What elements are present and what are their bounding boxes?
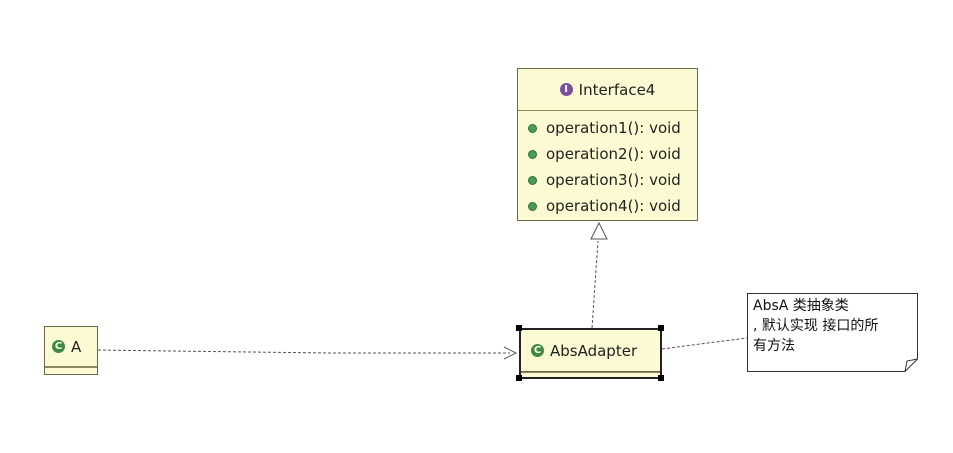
operation-item[interactable]: operation1(): void — [518, 115, 697, 141]
dependency-arrowhead — [503, 346, 518, 360]
operation-label: operation2(): void — [546, 145, 681, 163]
interface-icon: I — [559, 83, 573, 96]
note-outline — [747, 293, 918, 372]
note-line: , 默认实现 接口的所 — [753, 318, 879, 334]
class-a-box[interactable]: C A — [44, 326, 98, 375]
interface4-header: I Interface4 — [518, 69, 697, 111]
class-a-divider — [45, 367, 97, 371]
public-operation-icon — [528, 123, 537, 133]
note-text: AbsA 类抽象类 , 默认实现 接口的所 有方法 — [753, 296, 911, 356]
public-operation-icon — [528, 201, 537, 211]
absadapter-divider — [521, 372, 660, 376]
class-a-name: A — [71, 337, 82, 356]
selection-handle-top-left[interactable] — [516, 325, 522, 331]
public-operation-icon — [528, 149, 537, 159]
selection-handle-top-right[interactable] — [658, 325, 664, 331]
class-icon: C — [52, 340, 65, 353]
interface4-operations: operation1(): void operation2(): void op… — [518, 111, 697, 221]
note-box[interactable]: AbsA 类抽象类 , 默认实现 接口的所 有方法 — [747, 293, 918, 372]
interface4-name: Interface4 — [578, 80, 656, 99]
operation-item[interactable]: operation2(): void — [518, 141, 697, 167]
operation-label: operation3(): void — [546, 171, 681, 189]
operation-label: operation1(): void — [546, 119, 681, 137]
note-anchor-line — [661, 337, 748, 350]
operation-item[interactable]: operation3(): void — [518, 167, 697, 193]
absadapter-box[interactable]: C AbsAdapter — [519, 328, 662, 379]
selection-handle-bottom-right[interactable] — [658, 375, 664, 381]
class-icon: C — [531, 344, 544, 357]
absadapter-name: AbsAdapter — [550, 341, 638, 360]
note-line: 有方法 — [753, 338, 795, 354]
operation-label: operation4(): void — [546, 197, 681, 215]
realization-arrowhead — [590, 221, 608, 240]
public-operation-icon — [528, 175, 537, 185]
realization-absadapter-to-interface4 — [591, 240, 599, 329]
operation-item[interactable]: operation4(): void — [518, 193, 697, 219]
dependency-a-to-absadapter — [97, 349, 510, 354]
note-line: AbsA 类抽象类 — [753, 298, 849, 314]
absadapter-header: C AbsAdapter — [521, 330, 660, 372]
interface4-box[interactable]: I Interface4 operation1(): void operatio… — [517, 68, 698, 221]
class-a-header: C A — [45, 327, 97, 367]
selection-handle-bottom-left[interactable] — [516, 375, 522, 381]
